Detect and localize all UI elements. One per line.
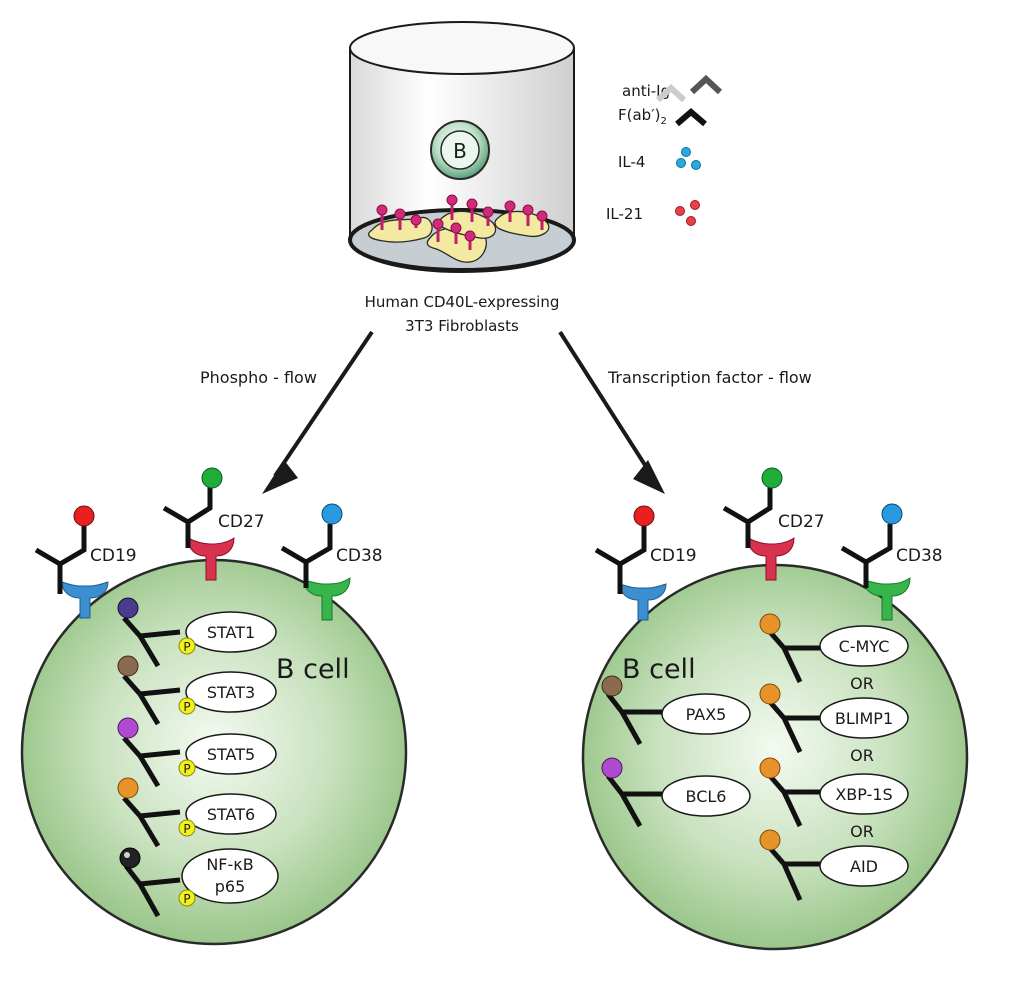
- aid-label: AID: [850, 857, 878, 876]
- tf-flow-label: Transcription factor - flow: [607, 368, 812, 387]
- right-cd38-label: CD38: [896, 546, 943, 566]
- nfkb-label-line2: p65: [215, 877, 246, 896]
- svg-text:P: P: [183, 640, 190, 654]
- tf-flow-arrow: [558, 330, 654, 478]
- left-target-nfkb: NF-κB p65 P: [119, 847, 279, 918]
- left-target-stat1: STAT1 P: [117, 597, 277, 668]
- bcl6-dye: [601, 757, 623, 779]
- blimp1-dye: [759, 683, 781, 705]
- right-cd38-marker: CD38: [840, 503, 943, 621]
- container-caption-line1: Human CD40L-expressing: [365, 293, 560, 311]
- right-target-blimp1: BLIMP1: [759, 683, 909, 754]
- nfkb-dye: [119, 847, 141, 869]
- right-cd38-dye: [881, 503, 903, 525]
- stat3-dye: [117, 655, 139, 677]
- left-cd38-marker: CD38: [280, 503, 383, 621]
- nfkb-label-line1: NF-κB: [206, 855, 253, 874]
- or-2: OR: [850, 746, 874, 765]
- right-target-aid: AID: [759, 829, 909, 902]
- culture-container: B Human CD40L-expressing 3T3 Fibroblasts: [348, 21, 576, 335]
- stat1-label: STAT1: [207, 623, 255, 642]
- stat5-phospho-badge: [178, 759, 196, 777]
- left-cd19-marker: CD19: [34, 505, 137, 619]
- left-cd27-dye: [201, 467, 223, 489]
- blimp1-label: BLIMP1: [835, 709, 893, 728]
- stat3-label: STAT3: [207, 683, 255, 702]
- stat6-dye: [117, 777, 139, 799]
- container-b-cell: B: [430, 120, 490, 180]
- c-myc-dye: [759, 613, 781, 635]
- pax5-label: PAX5: [686, 705, 727, 724]
- phospho-flow-arrow: [273, 330, 374, 478]
- left-cd38-label: CD38: [336, 546, 383, 566]
- c-myc-label: C-MYC: [839, 637, 890, 656]
- right-target-pax5: PAX5: [601, 675, 751, 746]
- or-1: OR: [850, 674, 874, 693]
- svg-text:P: P: [183, 822, 190, 836]
- pax5-dye: [601, 675, 623, 697]
- right-cd19-marker: CD19: [594, 505, 697, 621]
- il21-icon: [675, 200, 700, 226]
- tf-flow-arrow-head: [633, 460, 665, 494]
- bcl6-label: BCL6: [686, 787, 727, 806]
- left-target-stat3: STAT3 P: [117, 655, 277, 726]
- flow-arrows: Phospho - flow Transcription factor - fl…: [200, 330, 812, 494]
- right-cd19-dye: [633, 505, 655, 527]
- anti-ig-fab2-icon: [655, 74, 723, 127]
- anti-ig-label: anti-Ig: [622, 82, 670, 100]
- left-b-cell: B cell CD19 CD27 CD38 STAT1: [20, 467, 408, 946]
- or-3: OR: [850, 822, 874, 841]
- svg-text:P: P: [183, 700, 190, 714]
- right-target-c-myc: C-MYC: [759, 613, 909, 684]
- right-target-xbp1s: XBP-1S: [759, 757, 909, 828]
- stat6-label: STAT6: [207, 805, 255, 824]
- il21-label: IL-21: [606, 205, 643, 223]
- stat1-dye: [117, 597, 139, 619]
- phospho-flow-arrow-head: [262, 460, 298, 494]
- left-cd19-label: CD19: [90, 546, 137, 566]
- right-cell-title: B cell: [622, 654, 696, 685]
- left-target-stat6: STAT6 P: [117, 777, 277, 848]
- left-cd19-dye: [73, 505, 95, 527]
- left-cell-title: B cell: [276, 654, 350, 685]
- left-cd38-dye: [321, 503, 343, 525]
- right-cd27-marker: CD27: [722, 467, 825, 581]
- left-cd27-label: CD27: [218, 512, 265, 532]
- right-target-bcl6: BCL6: [601, 757, 751, 828]
- stat1-phospho-badge: [178, 637, 196, 655]
- svg-text:P: P: [183, 762, 190, 776]
- il4-icon: [676, 147, 701, 170]
- right-cd27-label: CD27: [778, 512, 825, 532]
- left-cd27-marker: CD27: [162, 467, 265, 581]
- svg-text:P: P: [183, 892, 190, 906]
- fab2-label: F(ab′)2: [618, 106, 667, 127]
- xbp1s-label: XBP-1S: [835, 785, 892, 804]
- stat3-phospho-badge: [178, 697, 196, 715]
- nfkb-phospho-badge: [178, 889, 196, 907]
- phospho-flow-label: Phospho - flow: [200, 368, 317, 387]
- right-b-cell: B cell CD19 CD27 CD38 PAX5: [581, 467, 969, 951]
- stat6-phospho-badge: [178, 819, 196, 837]
- container-caption-line2: 3T3 Fibroblasts: [405, 317, 519, 335]
- stat5-label: STAT5: [207, 745, 255, 764]
- xbp1s-dye: [759, 757, 781, 779]
- cd40l-fibroblasts: [367, 194, 550, 263]
- right-cd19-label: CD19: [650, 546, 697, 566]
- stat5-dye: [117, 717, 139, 739]
- il4-label: IL-4: [618, 153, 645, 171]
- container-b-cell-label: B: [453, 139, 467, 163]
- aid-dye: [759, 829, 781, 851]
- stimuli-legend: anti-Ig F(ab′)2 IL-4 IL-21: [606, 74, 723, 226]
- left-target-stat5: STAT5 P: [117, 717, 277, 788]
- right-cd27-dye: [761, 467, 783, 489]
